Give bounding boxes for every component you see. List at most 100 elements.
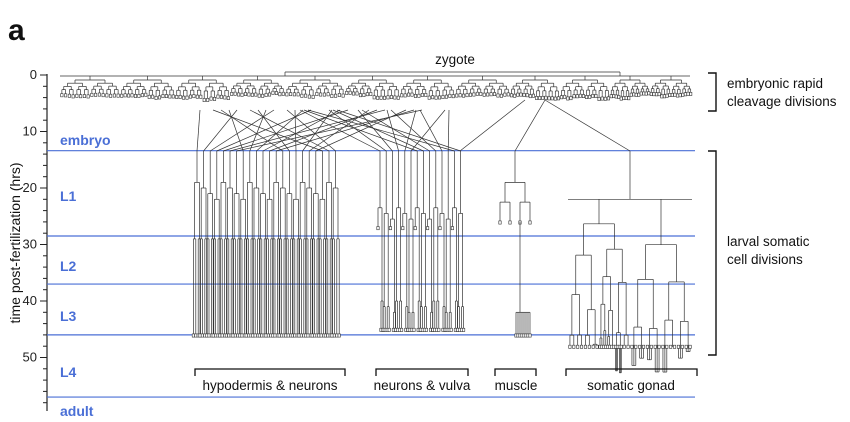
cell-leaf: [144, 92, 148, 97]
cell-leaf: [161, 94, 165, 99]
lineage-tree: [60, 71, 693, 374]
cell-leaf: [468, 92, 472, 97]
cell-leaf: [412, 327, 416, 332]
cell-leaf: [594, 94, 598, 98]
cell-leaf: [493, 92, 497, 96]
blast-connector: [410, 109, 446, 152]
cell-leaf: [496, 93, 500, 98]
cell-leaf: [105, 93, 109, 98]
cell-leaf: [335, 333, 339, 338]
cell-leaf: [240, 333, 244, 338]
cell-leaf: [310, 333, 314, 338]
cell-leaf: [280, 333, 284, 338]
cell-leaf: [665, 93, 669, 98]
cell-leaf: [465, 93, 469, 98]
cell-leaf: [264, 93, 268, 97]
cell-leaf: [678, 93, 682, 98]
tick-label: 30: [23, 237, 37, 252]
cell-leaf: [563, 94, 567, 99]
cell-leaf: [277, 333, 281, 338]
y-axis-title: time post-fertilization (hrs): [7, 162, 23, 323]
cell-leaf: [285, 92, 289, 97]
cell-leaf: [595, 344, 599, 349]
larval-annotation-line2: cell divisions: [727, 252, 803, 267]
cell-leaf: [389, 95, 393, 99]
cell-leaf: [345, 91, 349, 95]
cell-leaf: [506, 92, 510, 97]
cell-leaf: [216, 94, 220, 99]
cell-leaf: [600, 96, 604, 101]
cell-leaf: [322, 92, 326, 97]
cell-leaf: [426, 226, 430, 231]
cell-leaf: [200, 333, 204, 338]
cell-leaf: [313, 333, 317, 338]
cell-leaf: [199, 94, 203, 99]
cell-leaf: [510, 93, 514, 98]
cell-leaf: [290, 333, 294, 338]
cell-leaf: [482, 92, 486, 97]
cell-leaf: [260, 333, 264, 338]
cell-leaf: [240, 92, 244, 97]
cell-leaf: [669, 344, 673, 349]
cell-leaf: [619, 96, 623, 101]
cell-leaf: [569, 96, 573, 101]
blast-connector: [328, 109, 387, 152]
cell-leaf: [503, 92, 507, 97]
cell-leaf: [306, 333, 310, 338]
cell-leaf: [304, 333, 308, 338]
cell-leaf: [583, 344, 587, 349]
cell-leaf: [372, 95, 376, 100]
cell-leaf: [647, 91, 651, 96]
cell-leaf: [576, 344, 580, 349]
cell-leaf: [299, 333, 303, 338]
cell-leaf: [612, 94, 616, 99]
cell-leaf: [522, 93, 526, 97]
cell-leaf: [538, 96, 542, 100]
cell-leaf: [680, 344, 684, 349]
cell-leaf: [670, 93, 674, 97]
cell-leaf: [178, 95, 182, 99]
cell-leaf: [337, 333, 341, 338]
blast-connector: [404, 109, 417, 152]
cell-leaf: [194, 333, 198, 338]
cell-leaf: [130, 93, 134, 98]
cell-leaf: [341, 93, 345, 98]
cell-leaf: [261, 93, 265, 98]
cell-leaf: [630, 344, 634, 349]
cell-leaf: [286, 333, 290, 338]
blast-connector: [390, 109, 437, 152]
cell-leaf: [662, 94, 666, 99]
cell-leaf: [323, 333, 327, 338]
cell-leaf: [642, 344, 646, 349]
cell-leaf: [403, 93, 407, 98]
stage-label-adult: adult: [60, 403, 94, 419]
cell-leaf: [376, 95, 380, 100]
cell-leaf: [330, 94, 334, 98]
cell-leaf: [211, 333, 215, 338]
cell-leaf: [362, 93, 366, 97]
cell-leaf: [192, 94, 196, 99]
cell-leaf: [202, 98, 206, 102]
cell-leaf: [632, 92, 636, 97]
cell-leaf: [154, 96, 158, 100]
cell-leaf: [182, 95, 186, 100]
cell-leaf: [547, 96, 551, 101]
cell-leaf: [535, 96, 539, 100]
cell-leaf: [588, 94, 592, 99]
tick-label: 50: [23, 350, 37, 365]
cell-leaf: [253, 333, 257, 338]
cell-leaf: [528, 94, 532, 99]
cell-leaf: [205, 333, 209, 338]
cell-leaf: [147, 94, 151, 99]
cell-leaf: [233, 333, 237, 338]
cell-leaf: [400, 93, 404, 98]
cell-leaf: [243, 92, 247, 96]
cell-leaf: [528, 333, 532, 338]
larval-bracket: [708, 150, 717, 356]
cell-leaf: [657, 344, 661, 349]
cell-leaf: [376, 226, 380, 231]
cell-leaf: [665, 344, 669, 349]
group-label-vulva: neurons & vulva: [374, 378, 471, 393]
blast-connector: [544, 99, 631, 152]
cell-leaf: [614, 94, 618, 99]
